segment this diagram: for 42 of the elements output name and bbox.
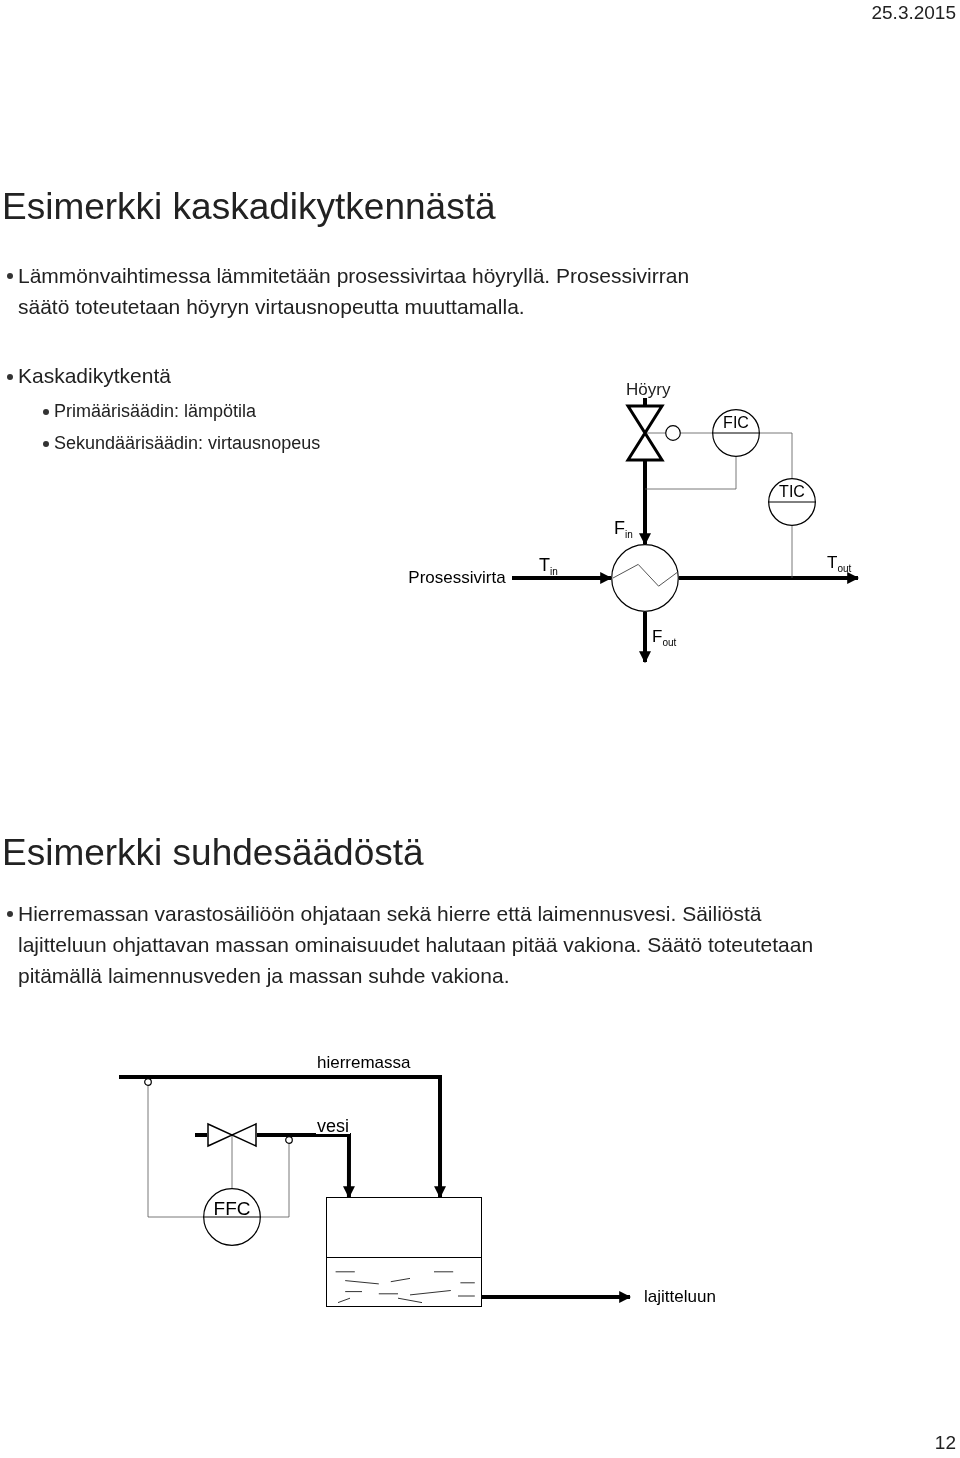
signal-line (644, 456, 737, 490)
pipe-arrow (119, 1075, 447, 1199)
signal-line (147, 1085, 204, 1218)
pipe-arrow (257, 1133, 355, 1199)
bullet-text: Hierremassan varastosäiliöön ohjataan sekä hierre että laimennusvesi. Säiliöstä lajitteluun ohjattavan massan ominaisuudet halutaan pitää vakiona. Säätö toteutetaan pitämällä laimennusveden ja massan suhde vakiona. (18, 901, 815, 989)
stream-label: Höyry (626, 380, 671, 400)
date-text: 25.3.2015 (871, 2, 956, 24)
tank-symbol (326, 1197, 482, 1307)
edge-label: F$_{in}$ (613, 520, 634, 536)
sensor-circle (144, 1078, 152, 1086)
signal-line (644, 432, 666, 434)
stream-label: lajitteluun (630, 1287, 730, 1307)
slide-title: Esimerkki kaskadikytkennästä (2, 186, 496, 228)
pipe-arrow (482, 1291, 632, 1303)
edge-label: T$_{out}$ (826, 555, 853, 571)
sub-bullet-text: Primäärisäädin: lämpötila (54, 401, 257, 422)
signal-line (791, 525, 793, 579)
edge-label: vesi (316, 1118, 350, 1134)
page-number: 12 (934, 1432, 956, 1454)
actuator-circle (665, 425, 681, 441)
pipe-arrow (639, 461, 651, 546)
pipe-arrow (679, 572, 860, 584)
stream-label: Prosessivirta (402, 568, 512, 588)
edge-label: T$_{in}$ (538, 557, 559, 573)
signal-line (260, 1143, 290, 1218)
valve-symbol (207, 1123, 257, 1147)
edge-label: F$_{out}$ (651, 629, 678, 645)
signal-line (759, 432, 793, 479)
bullet-text: Lämmönvaihtimessa lämmitetään prosessivirtaa höyryllä. Prosessivirran säätö toteutetaan höyryn virtausnopeutta muuttamalla. (18, 263, 691, 320)
signal-line (680, 432, 713, 434)
instrument-bubble: TIC (768, 478, 816, 526)
bullet-text: Kaskadikytkentä (18, 364, 171, 388)
pipe-arrow (639, 612, 651, 664)
instrument-bubble: FFC (203, 1188, 261, 1246)
slide-title: Esimerkki suhdesäädöstä (2, 832, 424, 874)
sub-bullet-text: Sekundäärisäädin: virtausnopeus (54, 433, 321, 454)
valve-symbol (627, 405, 663, 461)
sensor-circle (285, 1136, 293, 1144)
edge-label: hierremassa (316, 1055, 412, 1071)
signal-line (231, 1134, 233, 1189)
heat-exchanger-symbol (611, 544, 679, 612)
instrument-bubble: FIC (712, 409, 760, 457)
